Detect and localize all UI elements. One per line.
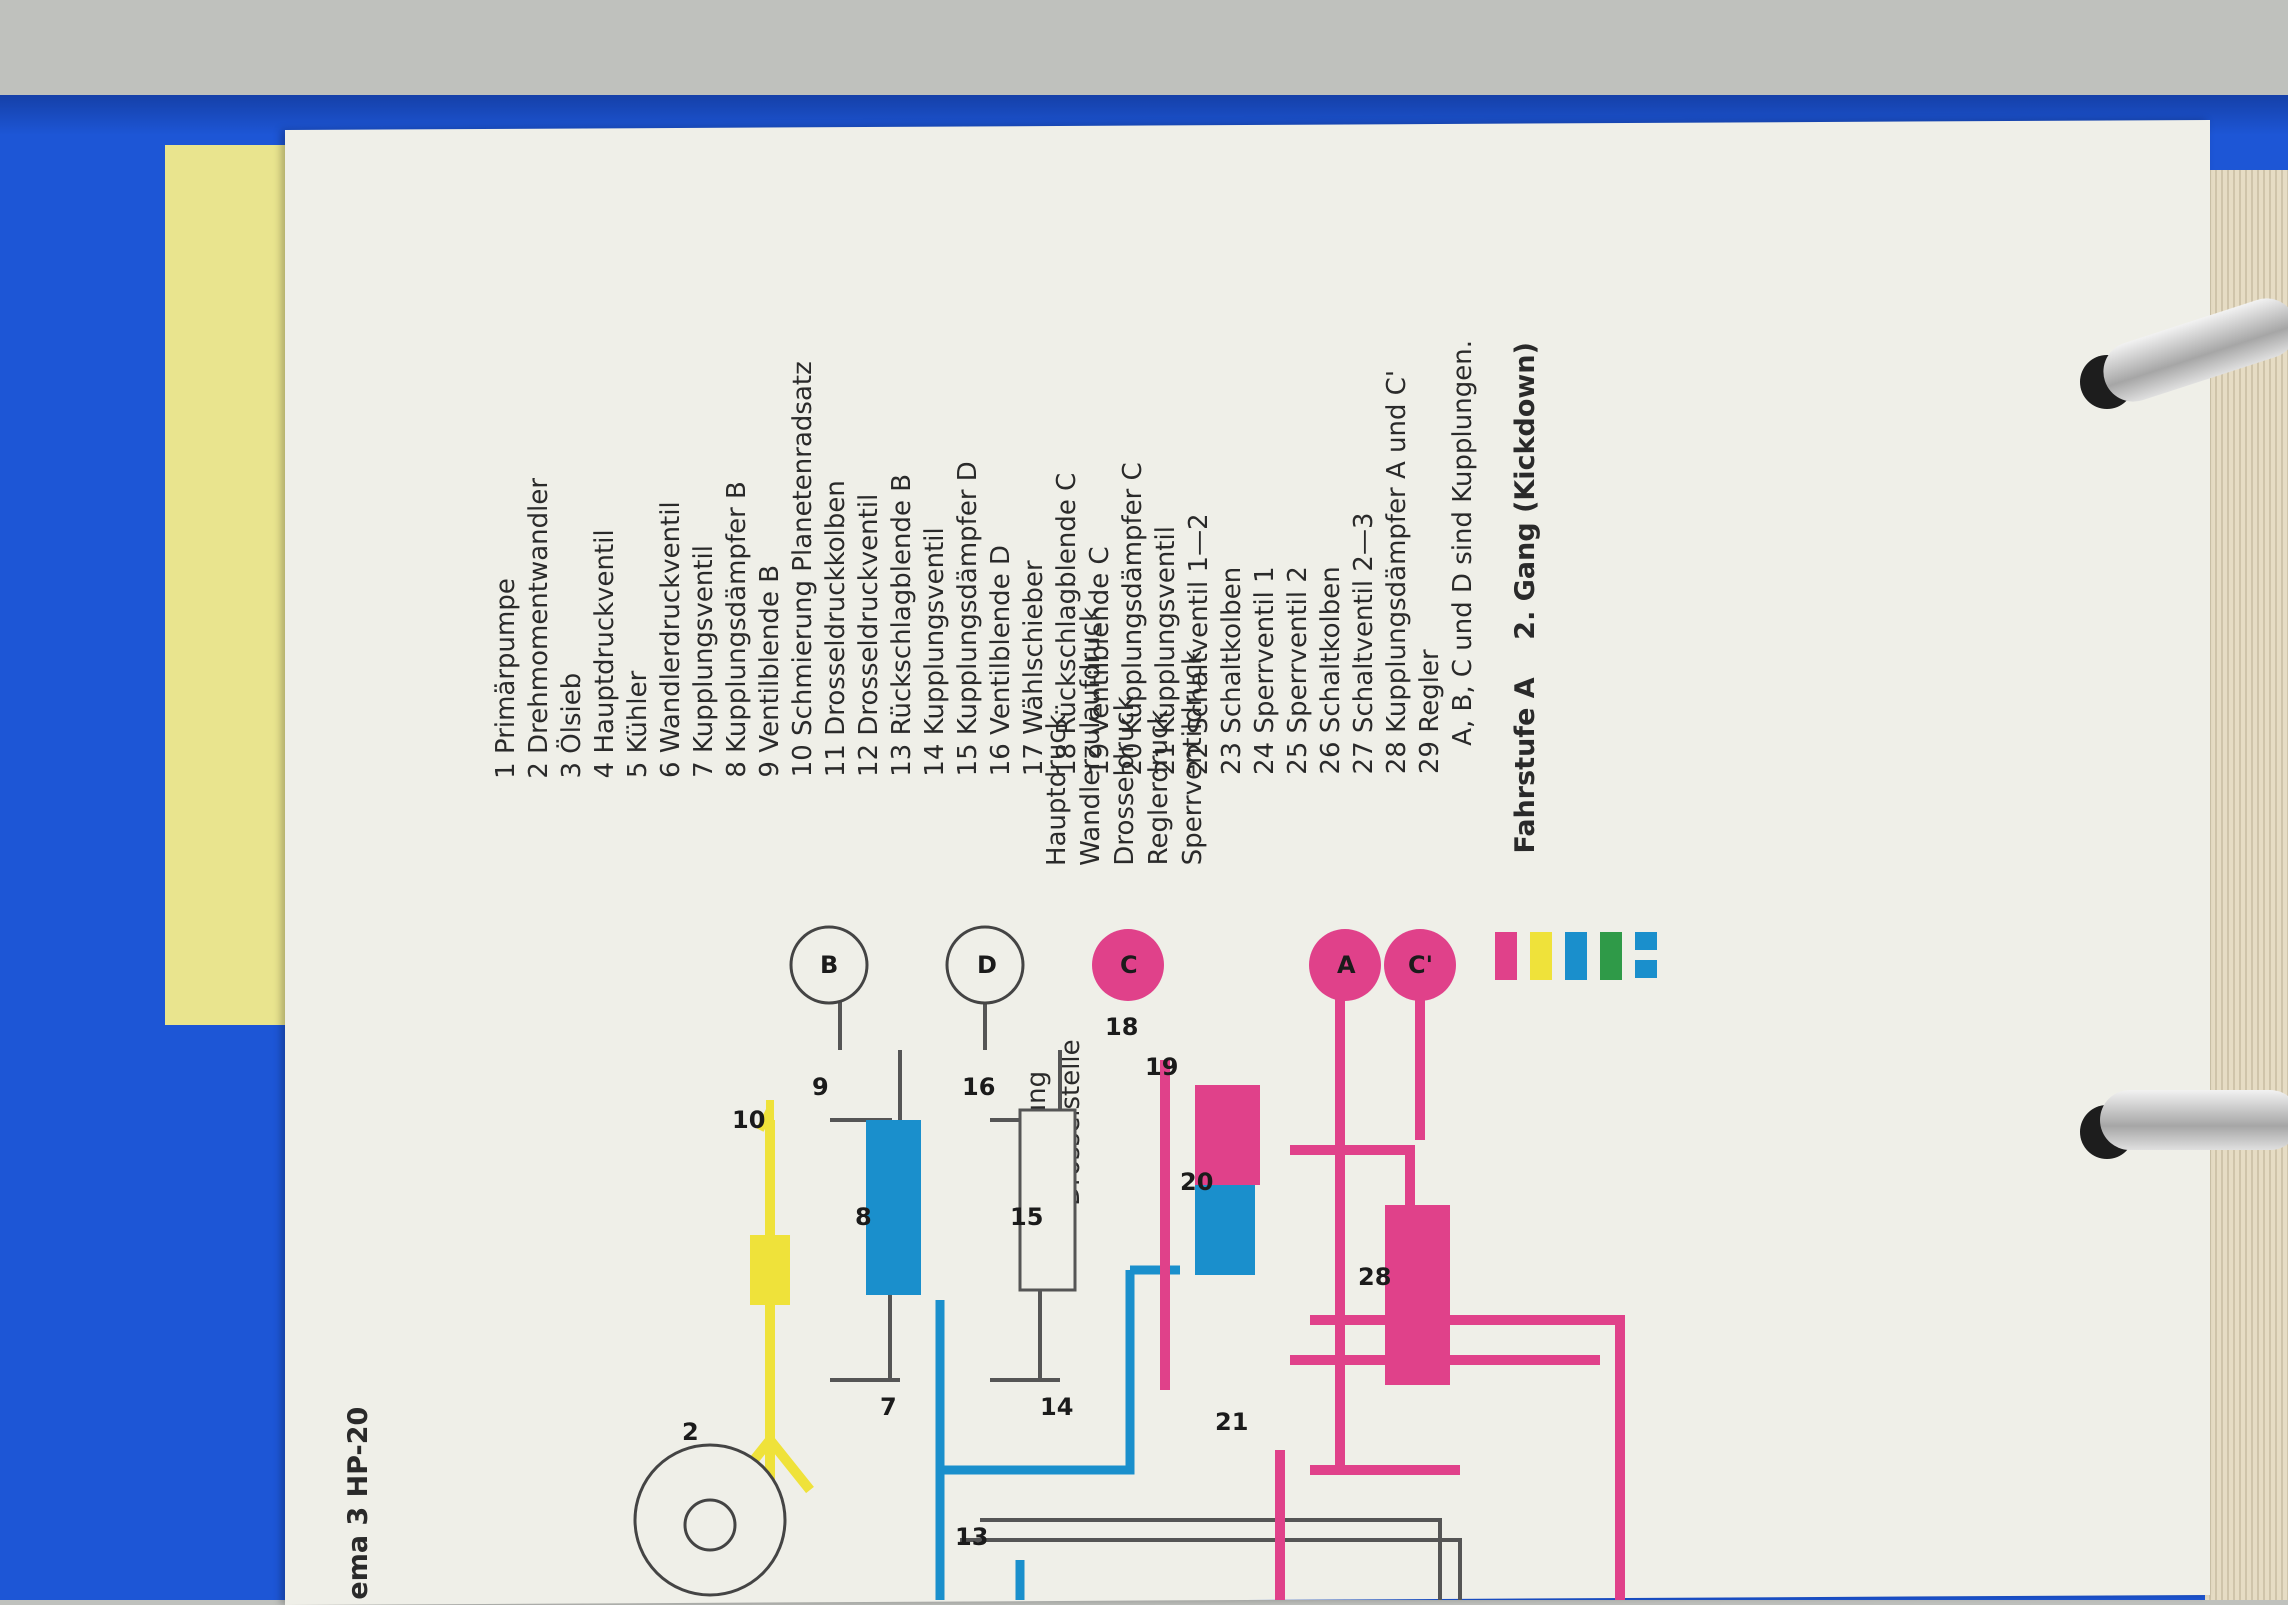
label-16: 16 bbox=[962, 1073, 995, 1101]
blue-damper-8 bbox=[866, 1120, 921, 1295]
label-clutch-c-prime: C' bbox=[1408, 951, 1433, 979]
label-2: 2 bbox=[682, 1418, 699, 1446]
label-9: 9 bbox=[812, 1073, 829, 1101]
label-clutch-d: D bbox=[977, 951, 997, 979]
torque-converter-2 bbox=[633, 1443, 787, 1597]
label-21: 21 bbox=[1215, 1408, 1248, 1436]
page-stack-edge bbox=[2205, 170, 2288, 1600]
yellow-divider-tab bbox=[165, 145, 297, 1025]
clutch-b bbox=[789, 925, 869, 1005]
swatch-sperrventil-b bbox=[1635, 960, 1657, 978]
label-28: 28 bbox=[1358, 1263, 1391, 1291]
label-8: 8 bbox=[855, 1203, 872, 1231]
magenta-damper-28 bbox=[1385, 1205, 1450, 1385]
label-20: 20 bbox=[1180, 1168, 1213, 1196]
clutch-c-prime bbox=[1384, 929, 1456, 1001]
swatch-regler bbox=[1600, 932, 1622, 980]
label-15: 15 bbox=[1010, 1203, 1043, 1231]
label-7: 7 bbox=[880, 1393, 897, 1421]
label-13: 13 bbox=[955, 1523, 988, 1551]
diagram-blue-lines bbox=[935, 1265, 1180, 1600]
swatch-drossel bbox=[1565, 932, 1587, 980]
magenta-damper-20 bbox=[1195, 1085, 1260, 1185]
label-10: 10 bbox=[732, 1106, 765, 1134]
diagram-yellow-line bbox=[726, 1100, 814, 1500]
label-clutch-b: B bbox=[820, 951, 838, 979]
swatch-sperrventil-a bbox=[1635, 932, 1657, 950]
blue-damper-20 bbox=[1195, 1185, 1255, 1275]
swatch-wandler bbox=[1530, 932, 1552, 980]
spring-damper-15 bbox=[1018, 1108, 1077, 1292]
label-clutch-c: C bbox=[1120, 951, 1138, 979]
label-clutch-a: A bbox=[1337, 951, 1356, 979]
swatch-hauptdruck bbox=[1495, 932, 1517, 980]
clutch-a bbox=[1309, 929, 1381, 1001]
label-14: 14 bbox=[1040, 1393, 1073, 1421]
label-18: 18 bbox=[1105, 1013, 1138, 1041]
binder-ring-bottom bbox=[2100, 1090, 2288, 1150]
label-19: 19 bbox=[1145, 1053, 1178, 1081]
clutch-c bbox=[1092, 929, 1164, 1001]
clutch-d bbox=[945, 925, 1025, 1005]
converter-center-icon bbox=[683, 1498, 737, 1552]
